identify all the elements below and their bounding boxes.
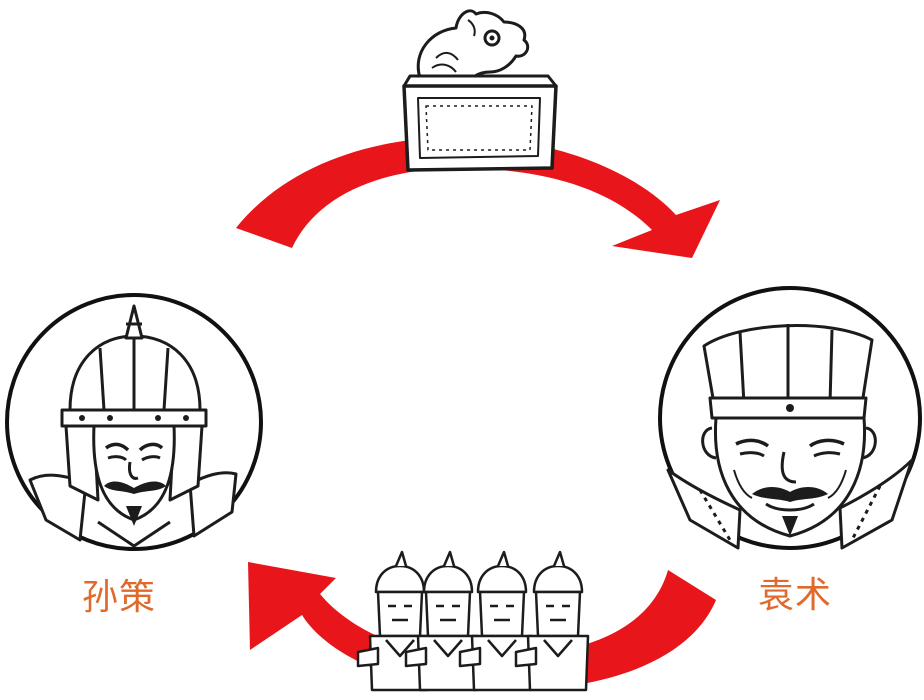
soldier-troops-icon bbox=[358, 552, 588, 690]
left-character-name: 孙策 bbox=[82, 580, 156, 616]
right-portrait bbox=[660, 288, 920, 548]
dragon-imperial-seal-icon bbox=[404, 11, 556, 170]
left-portrait bbox=[7, 295, 261, 549]
right-character-name: 袁术 bbox=[758, 578, 832, 614]
